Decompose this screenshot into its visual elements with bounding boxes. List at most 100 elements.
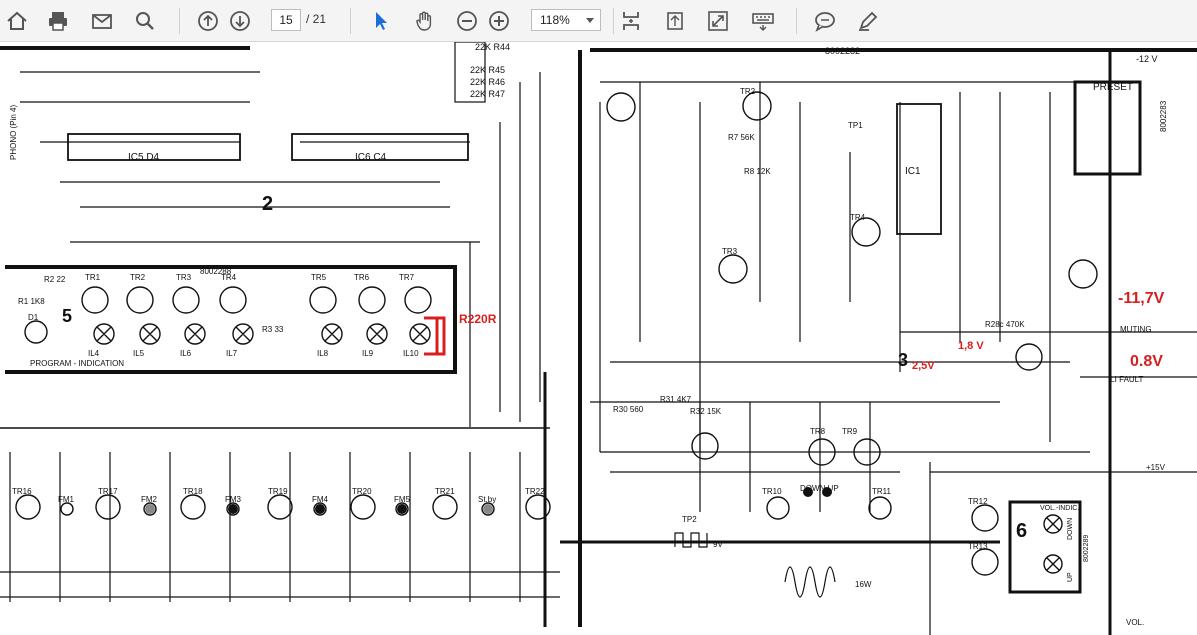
section-number: 5	[62, 306, 72, 326]
fm-label: FM3	[225, 495, 242, 504]
zoom-in-icon	[489, 11, 509, 31]
fit-page-button[interactable]	[616, 6, 646, 36]
red-annotation: 2,5V	[912, 360, 935, 372]
vol-label: VOL.	[1126, 618, 1144, 627]
red-annotation: -11,7V	[1118, 290, 1165, 307]
zoom-in-button[interactable]	[484, 6, 514, 36]
document-page[interactable]: 22K R44 22K R45 22K R46 22K R47 8002282 …	[0, 42, 1197, 635]
tr-label: TR12	[968, 497, 988, 506]
search-button[interactable]	[130, 6, 160, 36]
up-label: UP	[1067, 572, 1074, 582]
component-label: 9V	[713, 540, 723, 549]
component-label: R30 560	[613, 405, 644, 414]
component-label: TP2	[682, 515, 697, 524]
tr-label: TR16	[12, 487, 32, 496]
tr-label: TR7	[399, 273, 415, 282]
tr-label: TR21	[435, 487, 455, 496]
fullscreen-icon	[708, 11, 728, 31]
hand-tool-button[interactable]	[410, 6, 440, 36]
highlight-icon	[859, 11, 878, 31]
highlight-button[interactable]	[853, 6, 883, 36]
program-indication-label: PROGRAM - INDICATION	[30, 359, 124, 368]
tr-label: TR11	[872, 487, 892, 496]
fm-label: FM2	[141, 495, 158, 504]
il-label: IL9	[362, 349, 374, 358]
fm-label: FM1	[58, 495, 75, 504]
rotate-view-button[interactable]	[660, 6, 690, 36]
resistor-label: 22K R47	[470, 89, 505, 99]
tr-label: TR22	[525, 487, 545, 496]
part-number: 8002289	[1083, 535, 1090, 562]
fullscreen-button[interactable]	[703, 6, 733, 36]
muting-label: MUTING	[1120, 325, 1152, 334]
fm-label: St.by	[478, 495, 496, 504]
il-label: IL10	[403, 349, 419, 358]
toolbar-separator	[796, 8, 797, 34]
part-number: 8002283	[1159, 100, 1168, 132]
fm-label: FM5	[394, 495, 411, 504]
preset-label: PRESET	[1093, 82, 1133, 93]
page-total: / 21	[306, 12, 327, 26]
tr-label: TR20	[352, 487, 372, 496]
component-label: TP1	[848, 121, 863, 130]
select-tool-button[interactable]	[366, 6, 396, 36]
tr-label: TR10	[762, 487, 782, 496]
component-label: 16W	[855, 580, 872, 589]
down-up-label: DOWN UP	[800, 484, 839, 493]
toolbar-separator	[179, 8, 180, 34]
prev-page-button[interactable]	[193, 6, 223, 36]
tr-label: TR6	[354, 273, 370, 282]
tr-label: TR19	[268, 487, 288, 496]
email-button[interactable]	[87, 6, 117, 36]
rail-label: +15V	[1146, 463, 1166, 472]
fit-page-icon	[623, 12, 639, 30]
next-page-button[interactable]	[225, 6, 255, 36]
fault-label: ILI FAULT	[1108, 375, 1144, 384]
ic1-label: IC1	[905, 166, 921, 177]
part-number: 8002288	[200, 267, 232, 276]
tr-label: TR9	[842, 427, 858, 436]
ic5-label: IC5 D4	[128, 152, 160, 163]
page-number-input[interactable]: 15	[271, 9, 301, 31]
search-icon	[136, 12, 154, 30]
ic6-label: IC6 C4	[355, 152, 387, 163]
mail-icon	[92, 14, 112, 29]
tr-label: TR2	[740, 87, 756, 96]
tr-label: TR18	[183, 487, 203, 496]
down-label: DOWN	[1067, 518, 1074, 540]
zoom-value: 118%	[540, 13, 570, 27]
component-label: R28c 470K	[985, 320, 1025, 329]
read-mode-button[interactable]	[748, 6, 778, 36]
print-button[interactable]	[43, 6, 73, 36]
component-label: R2 22	[44, 275, 66, 284]
tr-label: TR2	[130, 273, 146, 282]
tr-label: TR3	[722, 247, 738, 256]
red-annotation: 1,8 V	[958, 340, 984, 352]
component-label: R8 12K	[744, 167, 771, 176]
toolbar-separator	[613, 8, 614, 34]
section-number: 6	[1016, 520, 1027, 542]
arrow-down-icon	[230, 11, 250, 31]
comment-button[interactable]	[810, 6, 840, 36]
il-label: IL5	[133, 349, 145, 358]
pointer-icon	[376, 12, 387, 30]
home-button[interactable]	[2, 6, 32, 36]
schematic-diagram: 22K R44 22K R45 22K R46 22K R47 8002282 …	[0, 42, 1197, 635]
tr-label: TR4	[221, 273, 237, 282]
il-label: IL7	[226, 349, 238, 358]
resistor-label: 22K R46	[470, 77, 505, 87]
component-label: R3 33	[262, 325, 284, 334]
rotate-icon	[667, 12, 683, 30]
zoom-select[interactable]: 118%	[531, 9, 601, 31]
zoom-out-button[interactable]	[452, 6, 482, 36]
pdf-toolbar: 15 / 21 118%	[0, 0, 1197, 42]
hand-icon	[416, 11, 432, 31]
il-label: IL8	[317, 349, 329, 358]
resistor-label: 22K R44	[475, 42, 510, 52]
component-label: R32 15K	[690, 407, 722, 416]
comment-icon	[815, 12, 835, 32]
red-annotation: 0.8V	[1130, 353, 1163, 370]
resistor-label: 22K R45	[470, 65, 505, 75]
component-label: R31 4K7	[660, 395, 692, 404]
vol-indic-label: VOL.-INDIC.	[1040, 505, 1079, 512]
